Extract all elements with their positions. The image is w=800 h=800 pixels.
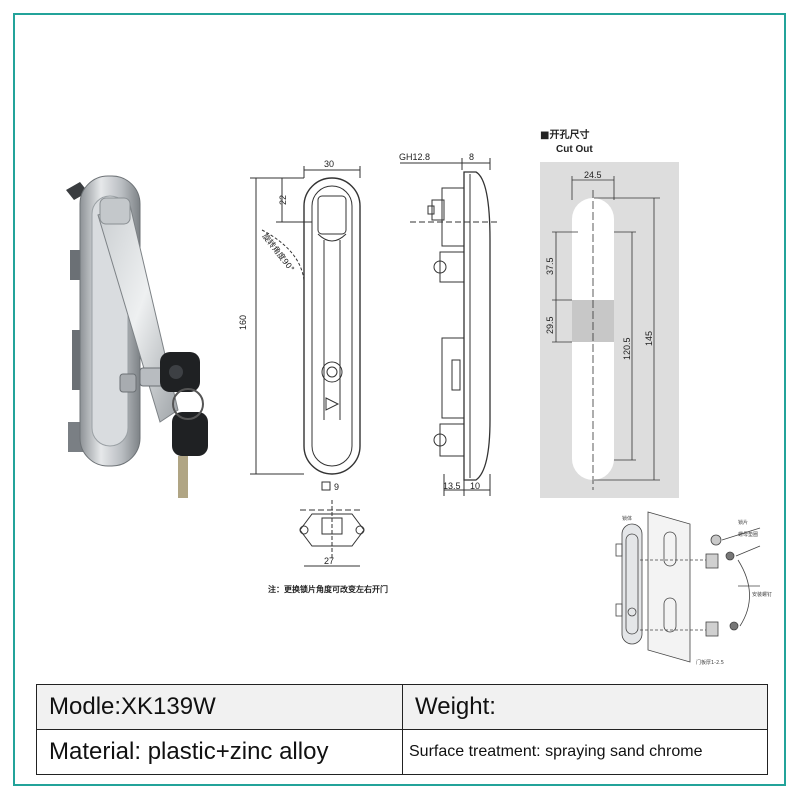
svg-text:GH12.8: GH12.8 bbox=[399, 152, 430, 162]
svg-text:锁体: 锁体 bbox=[622, 515, 632, 522]
front-view-drawing bbox=[250, 166, 365, 567]
svg-text:30: 30 bbox=[324, 159, 334, 169]
svg-text:8: 8 bbox=[469, 152, 474, 162]
svg-text:Cut Out: Cut Out bbox=[556, 144, 593, 155]
spec-row-2: Material: plastic+zinc alloy Surface tre… bbox=[36, 729, 768, 775]
model-cell: Modle:XK139W bbox=[36, 684, 403, 730]
svg-text:29.5: 29.5 bbox=[545, 316, 555, 334]
surface-treatment-cell: Surface treatment: spraying sand chrome bbox=[402, 729, 768, 775]
installation-view bbox=[615, 511, 761, 663]
svg-text:24.5: 24.5 bbox=[584, 170, 602, 180]
svg-text:螺母垫圈: 螺母垫圈 bbox=[738, 531, 758, 538]
svg-text:37.5: 37.5 bbox=[545, 257, 555, 275]
cutout-diagram: 24.5 37.5 29.5 120.5 145 bbox=[540, 162, 679, 498]
svg-text:160: 160 bbox=[238, 315, 248, 330]
svg-text:■开孔尺寸: ■开孔尺寸 bbox=[540, 128, 589, 141]
svg-text:27: 27 bbox=[324, 556, 334, 566]
svg-text:9: 9 bbox=[334, 482, 339, 492]
svg-text:13.5: 13.5 bbox=[443, 481, 461, 491]
svg-text:安装螺钉: 安装螺钉 bbox=[752, 591, 772, 598]
material-cell: Material: plastic+zinc alloy bbox=[36, 729, 403, 775]
svg-text:门板厚1-2.5: 门板厚1-2.5 bbox=[696, 659, 724, 666]
drawing-note: 注：更换锁片角度可改变左右开门 bbox=[268, 584, 388, 594]
svg-text:锁片: 锁片 bbox=[738, 519, 748, 526]
svg-text:22: 22 bbox=[278, 195, 288, 205]
weight-cell: Weight: bbox=[402, 684, 768, 730]
spec-table: Modle:XK139W Weight: Material: plastic+z… bbox=[36, 684, 768, 775]
svg-text:145: 145 bbox=[644, 331, 654, 346]
svg-text:120.5: 120.5 bbox=[622, 337, 632, 360]
lock-product-image bbox=[66, 175, 208, 498]
spec-row-1: Modle:XK139W Weight: bbox=[36, 684, 768, 730]
side-view-drawing bbox=[400, 158, 500, 496]
technical-drawing: 30 22 160 旋转角度90° 9 27 GH12.8 8 13.5 10 … bbox=[66, 128, 772, 666]
svg-text:10: 10 bbox=[470, 481, 480, 491]
